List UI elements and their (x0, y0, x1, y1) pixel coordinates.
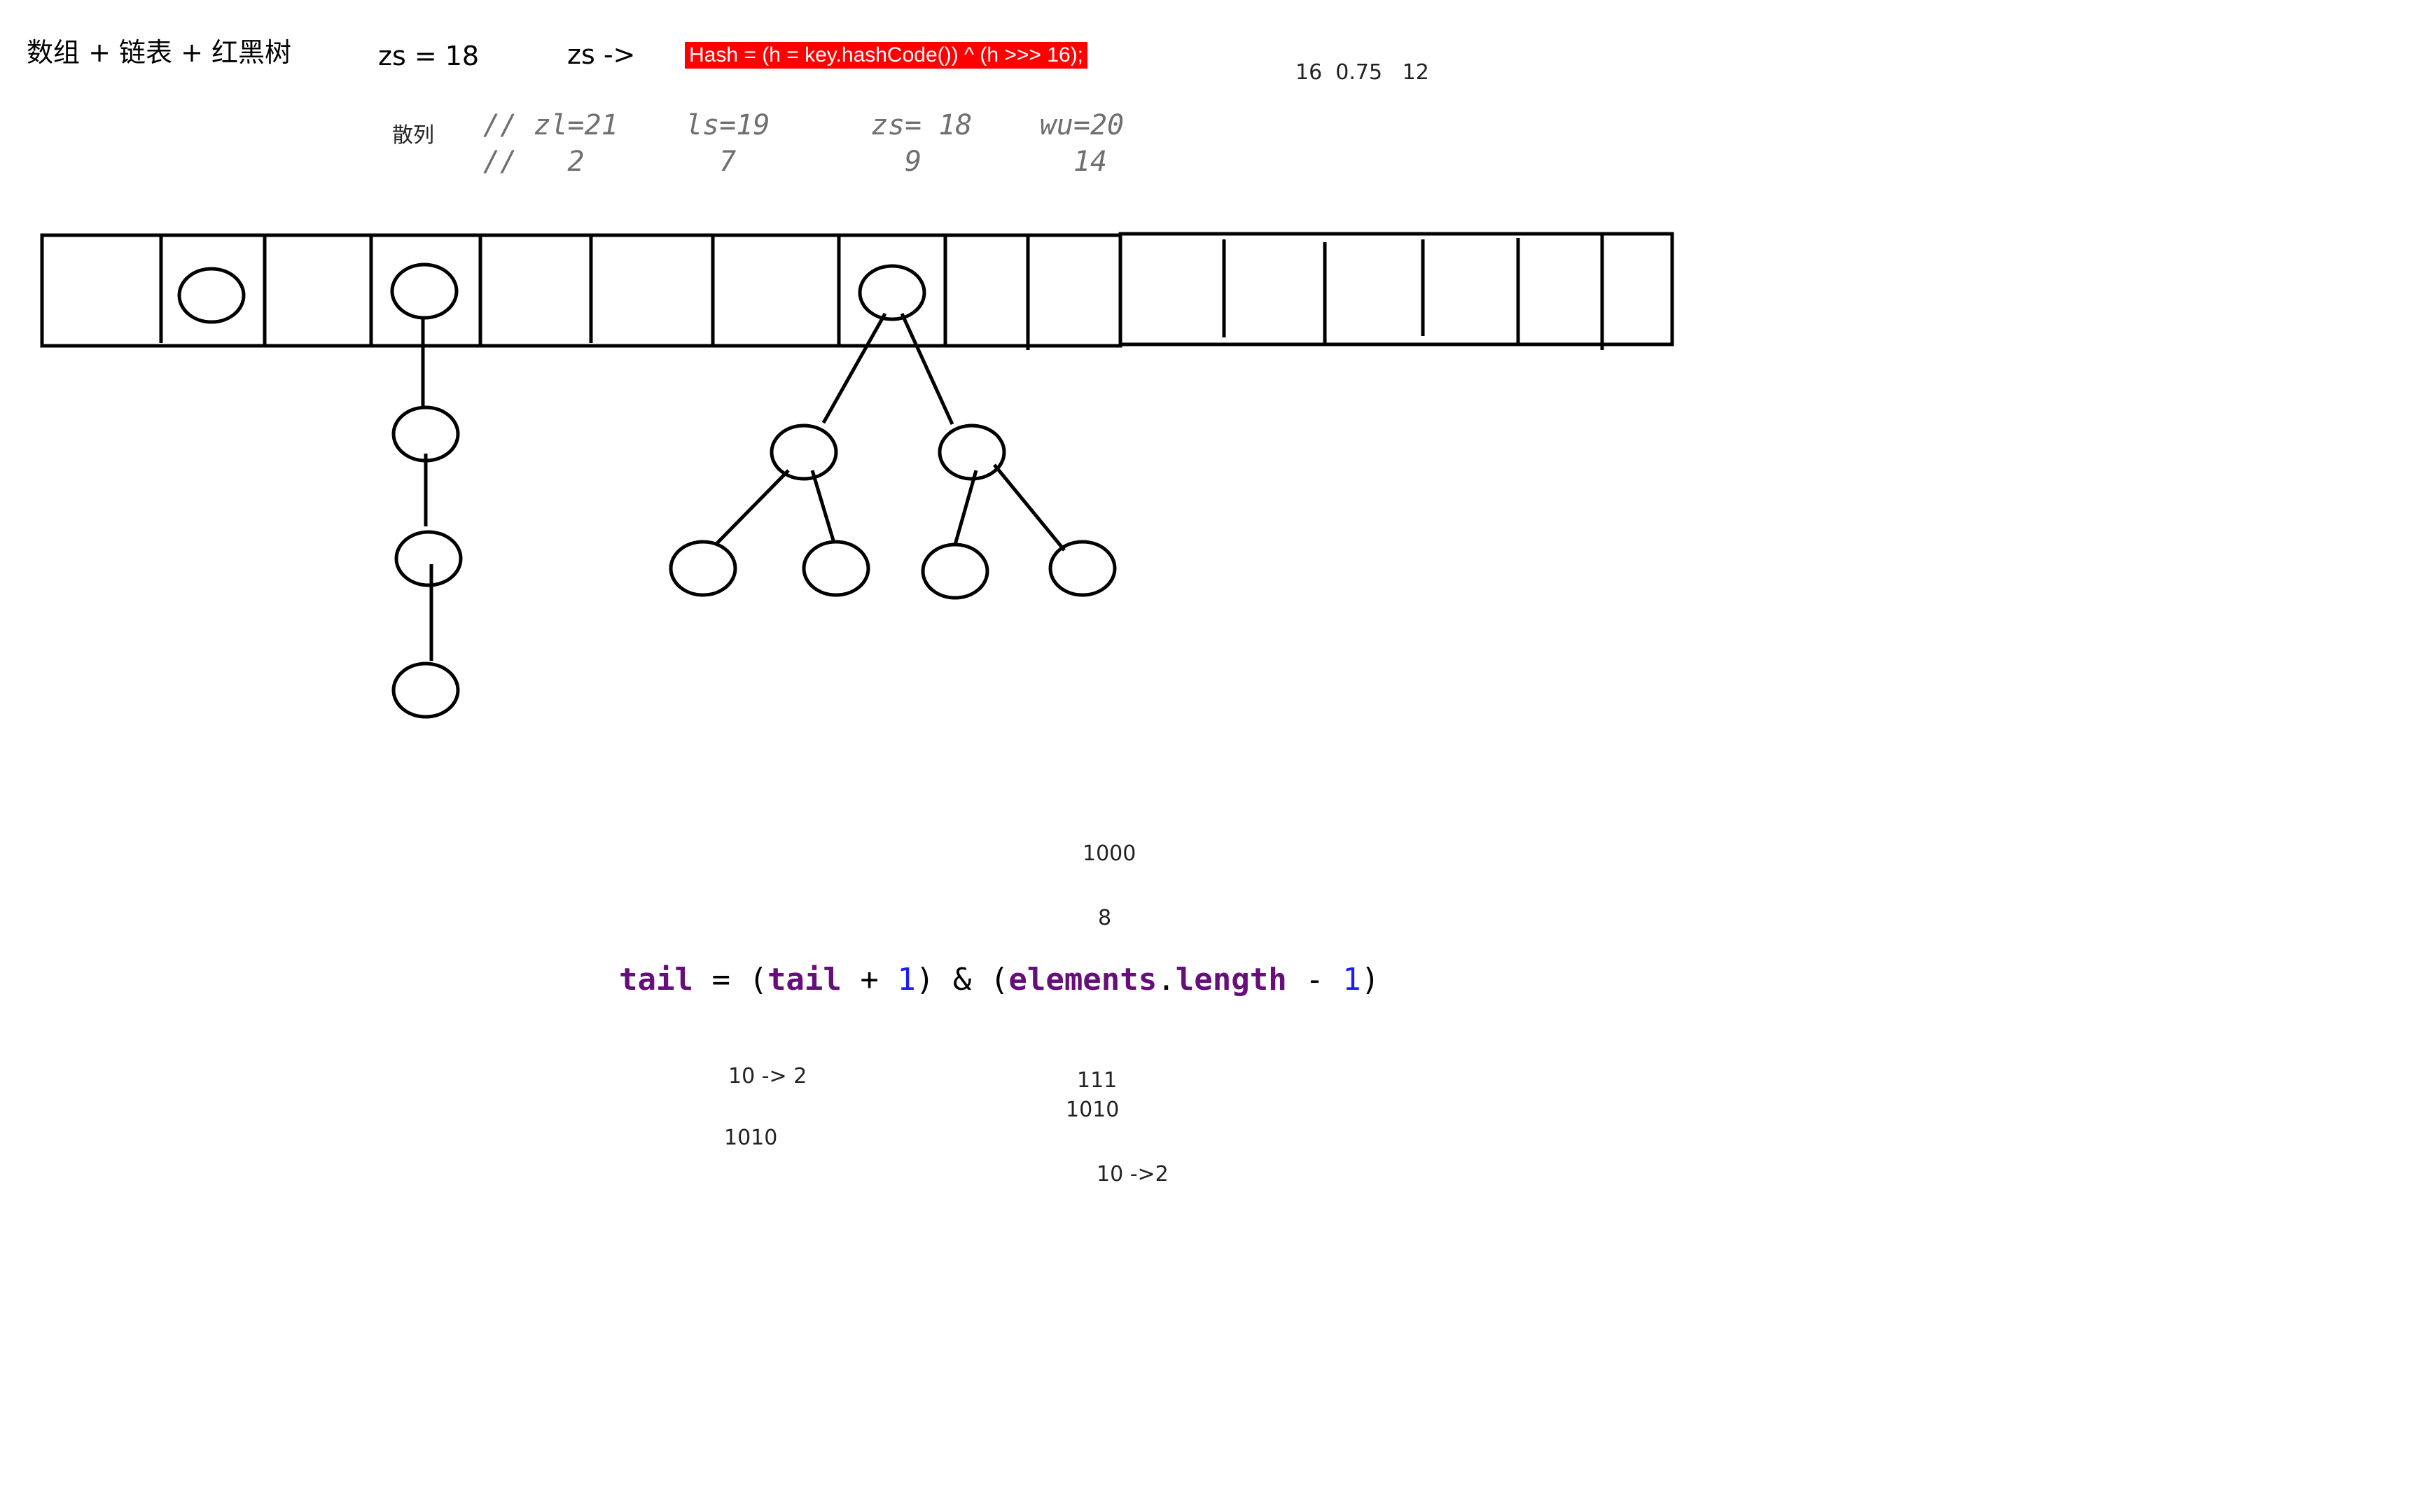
bucket-node (177, 267, 246, 324)
tail-code-line: tail = (tail + 1) & (elements.length - 1… (619, 962, 1379, 997)
tree-edge (821, 312, 887, 424)
code-token: ) (1361, 962, 1380, 997)
tree-edge (953, 470, 978, 545)
zs-value-text: zs = 18 (378, 41, 480, 71)
hash-formula-box: Hash = (h = key.hashCode()) ^ (h >>> 16)… (685, 42, 1087, 69)
list-node (391, 662, 460, 719)
capacity-params-text: 16 0.75 12 (1295, 60, 1429, 85)
code-token: - (1286, 962, 1343, 997)
list-node (391, 405, 460, 463)
comment-line-2: // 2 7 9 14 (483, 146, 1108, 178)
tree-edge (900, 312, 954, 426)
code-token: + (841, 962, 898, 997)
bucket-array-extension (1118, 232, 1674, 346)
code-token: 1 (897, 962, 916, 997)
zs-arrow-text: zs -> (567, 39, 636, 70)
binary-1010-right-text: 1010 (1066, 1098, 1120, 1122)
list-node (394, 530, 463, 587)
tree-leaf-node (669, 540, 737, 597)
binary-1000-text: 1000 (1083, 841, 1136, 866)
code-token: ) & ( (915, 962, 1009, 997)
code-token: length (1175, 962, 1287, 997)
tree-edge (993, 463, 1066, 552)
comment-line-1: // zl=21 ls=19 zs= 18 wu=20 (483, 109, 1125, 141)
ten-to-two-right-text: 10 ->2 (1097, 1162, 1169, 1186)
code-token: tail (619, 962, 693, 997)
code-token: tail (767, 962, 842, 997)
tree-leaf-node (921, 542, 989, 600)
code-token: . (1157, 962, 1176, 997)
tree-edge (714, 469, 790, 546)
bucket-array (40, 233, 1122, 348)
number-8-text: 8 (1098, 906, 1112, 930)
tree-node (770, 424, 838, 481)
ten-to-two-text: 10 -> 2 (728, 1064, 807, 1088)
tree-leaf-node (802, 540, 870, 597)
hash-label: 散列 (392, 123, 434, 148)
title-text: 数组 + 链表 + 红黑树 (27, 37, 291, 68)
tree-leaf-node (1048, 540, 1117, 597)
code-token: 1 (1342, 962, 1361, 997)
tree-root-node (858, 264, 926, 321)
code-token: elements (1008, 962, 1157, 997)
code-token: = ( (693, 962, 767, 997)
list-node (390, 262, 459, 320)
binary-1010-left-text: 1010 (724, 1126, 778, 1150)
tree-edge (810, 470, 835, 541)
binary-111-text: 111 (1077, 1068, 1118, 1093)
tree-node (938, 424, 1006, 481)
